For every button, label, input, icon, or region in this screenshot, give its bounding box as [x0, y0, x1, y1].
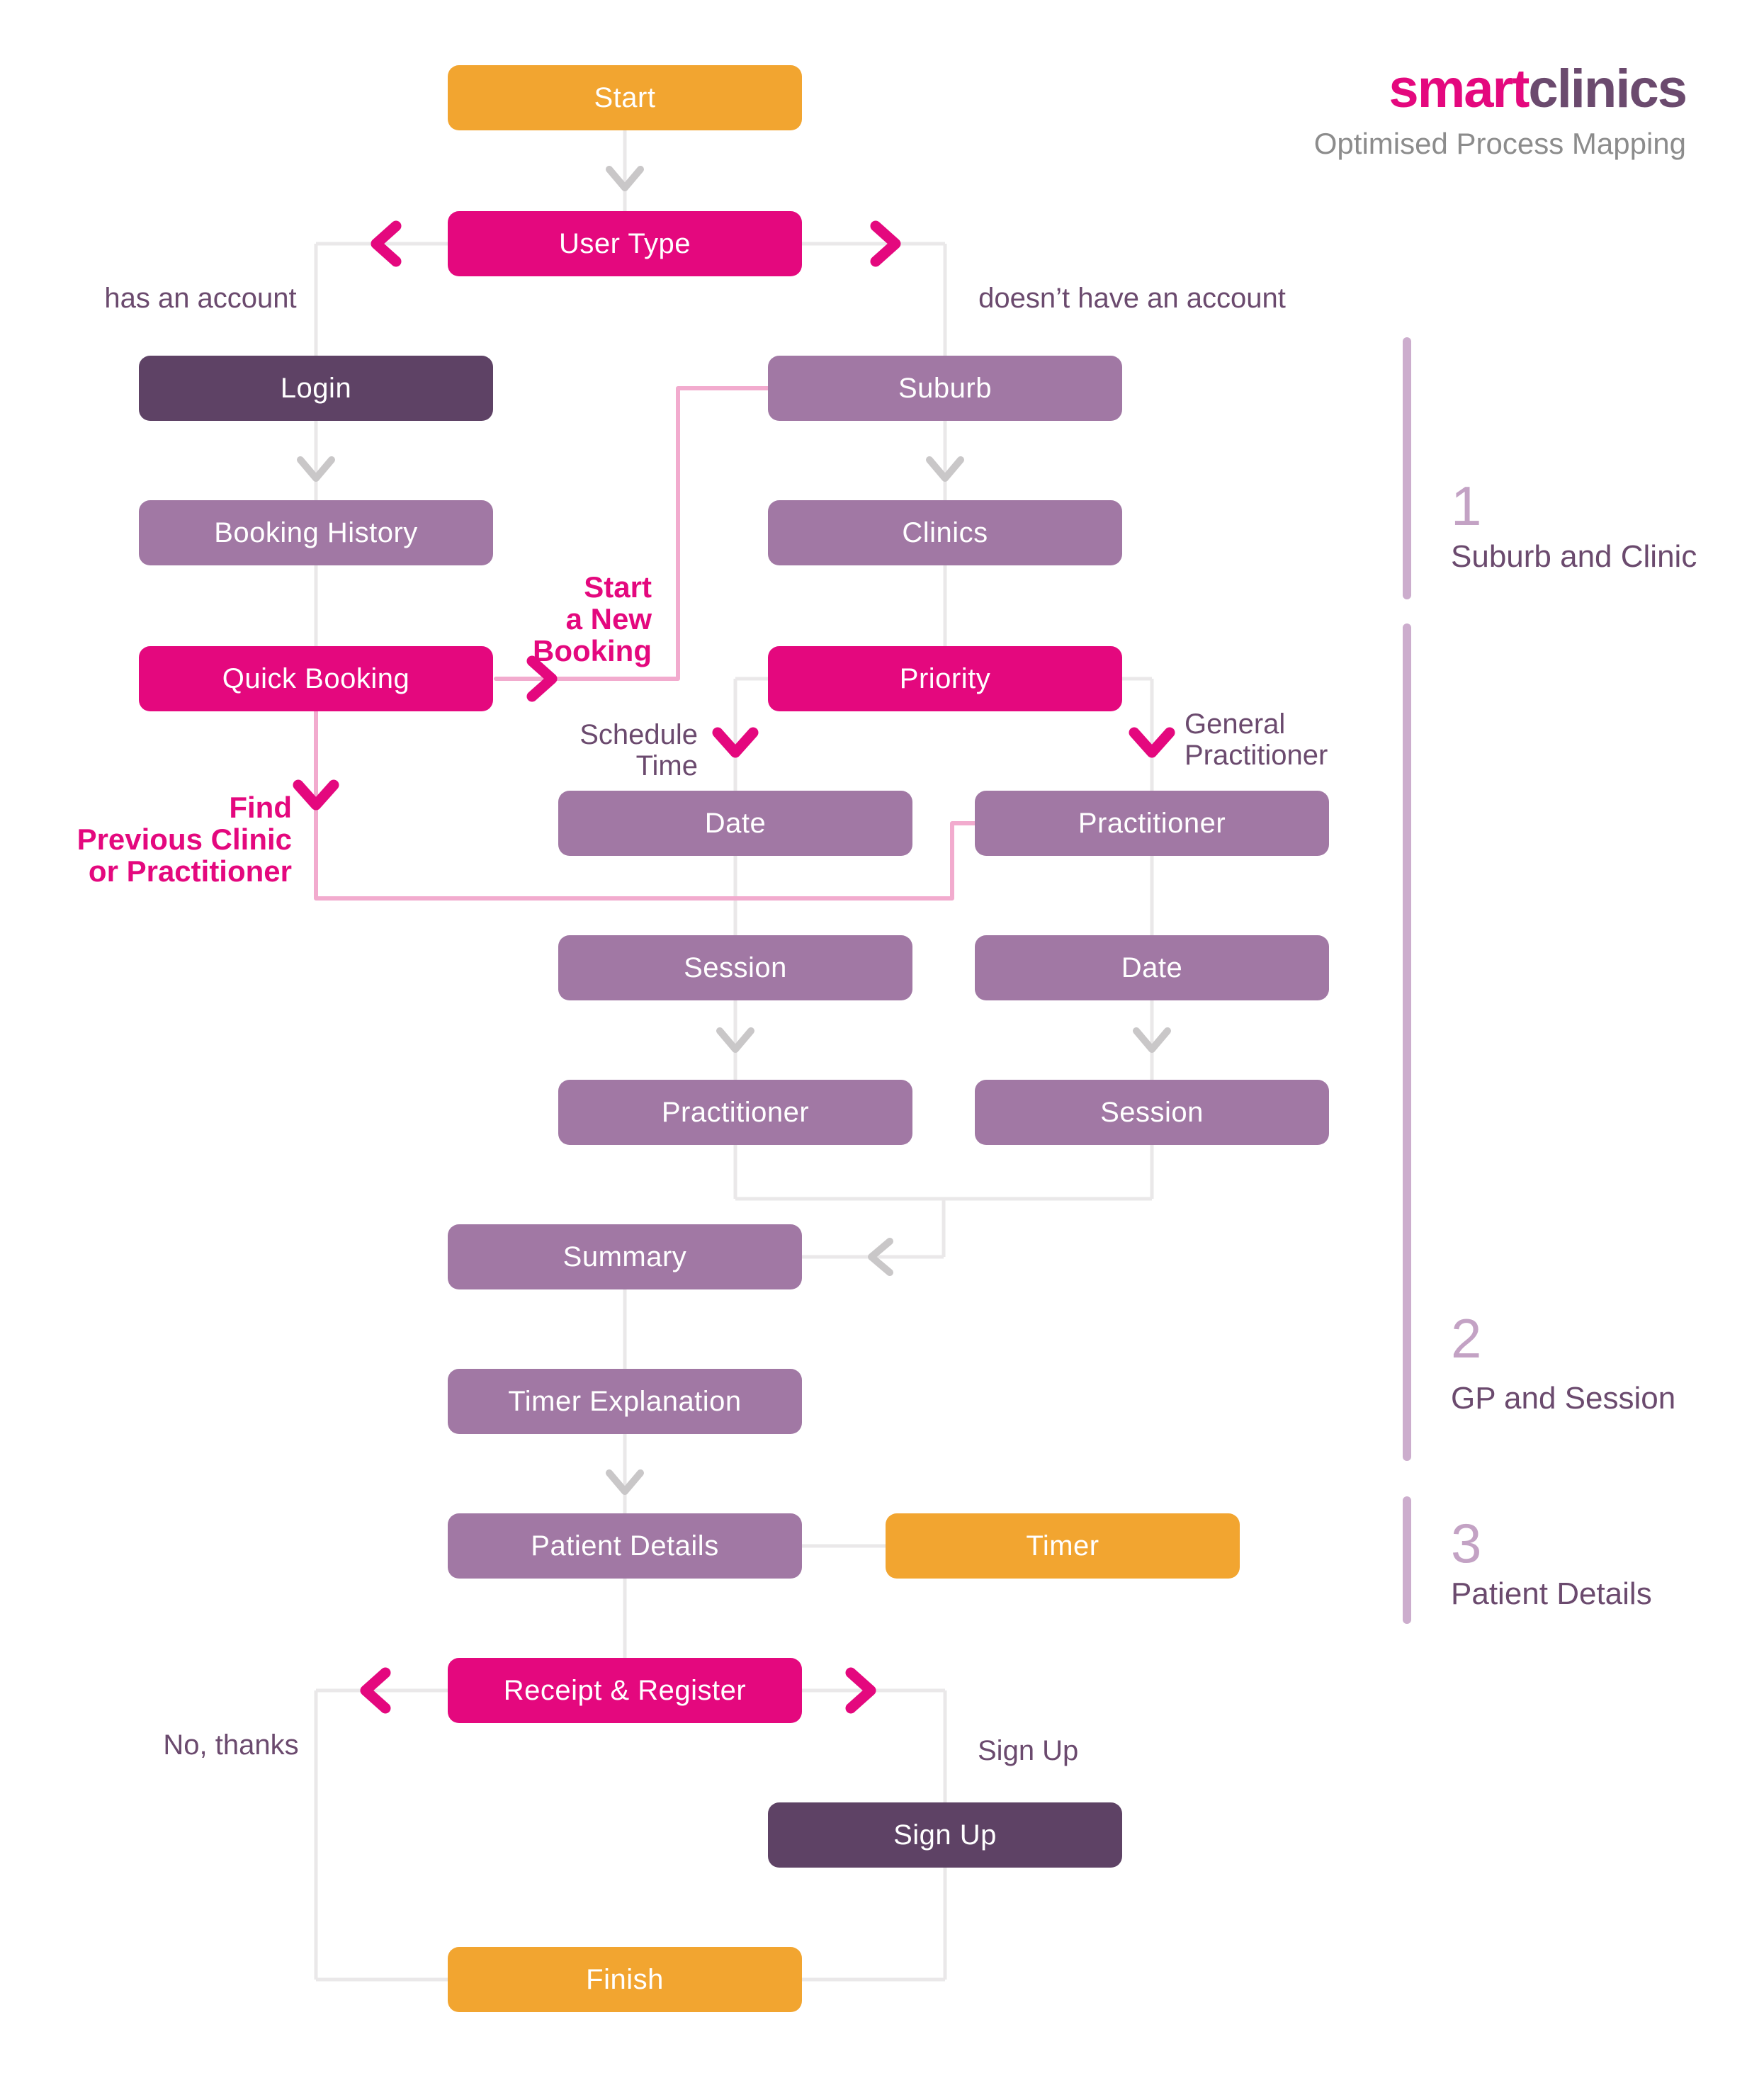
- branch-right-icon: [845, 1667, 876, 1714]
- section-2-number: 2: [1451, 1307, 1482, 1370]
- section-3-line: [1403, 1496, 1411, 1624]
- logo-subtitle: Optimised Process Mapping: [1313, 127, 1686, 160]
- logo-smart: smart: [1389, 59, 1530, 119]
- section-1-number: 1: [1451, 475, 1482, 537]
- node-user-type: User Type: [448, 211, 802, 276]
- section-1-line: [1403, 337, 1411, 599]
- arrow-down-icon: [606, 1469, 644, 1495]
- section-1-label: Suburb and Clinic: [1451, 539, 1697, 574]
- section-3-label: Patient Details: [1451, 1576, 1652, 1611]
- branch-down-icon: [293, 779, 339, 811]
- branch-left-icon: [371, 220, 402, 267]
- node-quick-booking: Quick Booking: [139, 646, 493, 711]
- node-practitioner-right: Practitioner: [975, 791, 1329, 856]
- node-receipt-register: Receipt & Register: [448, 1658, 802, 1723]
- node-session-left: Session: [558, 935, 912, 1000]
- section-3-number: 3: [1451, 1512, 1482, 1574]
- branch-left-icon: [360, 1667, 391, 1714]
- arrow-down-icon: [716, 1027, 754, 1053]
- node-session-right: Session: [975, 1080, 1329, 1145]
- branch-right-icon: [870, 220, 901, 267]
- node-clinics: Clinics: [768, 500, 1122, 565]
- logo: smartclinics Optimised Process Mapping: [1261, 59, 1687, 160]
- logo-clinics: clinics: [1528, 59, 1687, 119]
- arrow-down-icon: [926, 456, 964, 482]
- node-login: Login: [139, 356, 493, 421]
- branch-down-icon: [712, 727, 759, 758]
- node-date-right: Date: [975, 935, 1329, 1000]
- section-2-label: GP and Session: [1451, 1381, 1676, 1416]
- arrow-left-icon: [868, 1238, 893, 1276]
- node-practitioner-left: Practitioner: [558, 1080, 912, 1145]
- section-2-line: [1403, 623, 1411, 1461]
- node-summary: Summary: [448, 1224, 802, 1289]
- node-priority: Priority: [768, 646, 1122, 711]
- label-sign-up: Sign Up: [978, 1735, 1079, 1766]
- label-has-account: has an account: [104, 283, 297, 314]
- node-start: Start: [448, 65, 802, 130]
- label-start-new-booking: Start a New Booking: [533, 570, 652, 667]
- node-timer: Timer: [886, 1513, 1240, 1579]
- arrow-down-icon: [297, 456, 335, 482]
- label-no-account: doesn’t have an account: [978, 283, 1286, 314]
- branch-down-icon: [1129, 727, 1175, 758]
- arrow-down-icon: [1133, 1027, 1171, 1053]
- node-booking-history: Booking History: [139, 500, 493, 565]
- label-find-previous: Find Previous Clinic or Practitioner: [77, 791, 292, 888]
- logo-wordmark: smartclinics: [1261, 59, 1687, 119]
- label-general-practitioner: General Practitioner: [1185, 709, 1328, 771]
- node-date-left: Date: [558, 791, 912, 856]
- node-sign-up: Sign Up: [768, 1802, 1122, 1868]
- node-timer-explanation: Timer Explanation: [448, 1369, 802, 1434]
- arrow-down-icon: [606, 166, 644, 191]
- node-finish: Finish: [448, 1947, 802, 2012]
- label-no-thanks: No, thanks: [163, 1729, 299, 1761]
- label-schedule-time: Schedule Time: [579, 719, 698, 781]
- node-suburb: Suburb: [768, 356, 1122, 421]
- node-patient-details: Patient Details: [448, 1513, 802, 1579]
- branch-right-icon: [526, 655, 558, 702]
